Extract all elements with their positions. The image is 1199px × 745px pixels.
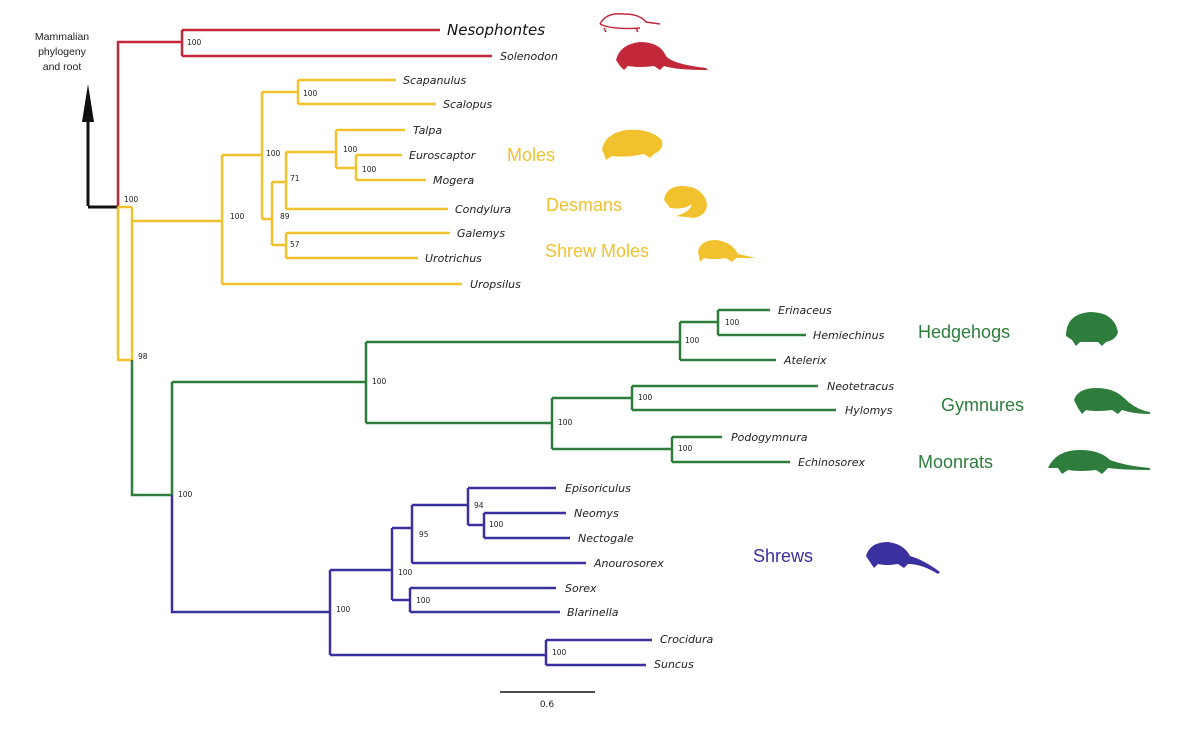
taxon-label-uropsilus: Uropsilus — [470, 278, 521, 291]
taxon-label-neomys: Neomys — [574, 507, 619, 520]
group-label-moles: Moles — [507, 145, 555, 165]
support-value: 100 — [552, 648, 567, 657]
group-label-shrew-moles: Shrew Moles — [545, 241, 649, 261]
root-arrow — [82, 84, 118, 209]
support-value: 100 — [187, 38, 202, 47]
support-value: 94 — [474, 501, 484, 510]
root-label-line-1: Mammalian — [35, 31, 89, 43]
green-clade-branches — [130, 308, 836, 497]
shrew-silhouette-icon — [866, 542, 940, 574]
root-label-line-3: and root — [43, 61, 82, 73]
taxon-label-euroscaptor: Euroscaptor — [409, 149, 477, 162]
scale-bar-label: 0.6 — [540, 700, 555, 710]
gymnure-silhouette-icon — [1074, 388, 1150, 414]
taxon-label-mogera: Mogera — [433, 174, 474, 187]
taxon-label-erinaceus: Erinaceus — [778, 304, 832, 317]
support-value: 71 — [290, 174, 300, 183]
support-value: 100 — [303, 89, 318, 98]
taxon-label-condylura: Condylura — [455, 203, 511, 216]
hedgehog-silhouette-icon — [1066, 312, 1118, 346]
support-value: 100 — [230, 212, 245, 221]
root-label-line-2: phylogeny — [38, 46, 87, 58]
solenodon-silhouette-icon — [616, 42, 708, 70]
support-value: 100 — [372, 377, 387, 386]
blue-clade-branches — [170, 486, 652, 667]
moonrat-silhouette-icon — [1048, 450, 1150, 474]
taxon-label-hemiechinus: Hemiechinus — [813, 329, 885, 342]
yellow-clade-branches — [116, 78, 462, 362]
group-label-desmans: Desmans — [546, 195, 622, 215]
support-value: 57 — [290, 240, 300, 249]
support-value: 89 — [280, 212, 290, 221]
support-value: 100 — [489, 520, 504, 529]
group-label-moonrats: Moonrats — [918, 452, 993, 472]
taxon-label-suncus: Suncus — [654, 658, 694, 671]
shrew-mole-silhouette-icon — [698, 240, 756, 262]
nesophontes-outline-icon — [599, 12, 661, 33]
taxon-label-echinosorex: Echinosorex — [798, 456, 865, 469]
branch — [130, 360, 172, 497]
group-label-gymnures: Gymnures — [941, 395, 1024, 415]
taxon-label-scapanulus: Scapanulus — [403, 74, 466, 87]
root-arrow-head — [82, 84, 94, 122]
desman-silhouette-icon — [664, 186, 707, 218]
group-label-hedgehogs: Hedgehogs — [918, 322, 1010, 342]
support-value: 100 — [558, 418, 573, 427]
taxon-label-episoriculus: Episoriculus — [565, 482, 631, 495]
taxon-label-blarinella: Blarinella — [567, 606, 619, 619]
support-value: 100 — [416, 596, 431, 605]
scale-bar: 0.6 — [500, 691, 595, 710]
mole-silhouette-icon — [602, 129, 663, 160]
taxon-label-crocidura: Crocidura — [660, 633, 714, 646]
support-value: 98 — [138, 352, 148, 361]
taxon-label-solenodon: Solenodon — [500, 50, 558, 63]
taxon-label-atelerix: Atelerix — [783, 354, 827, 367]
support-value: 100 — [638, 393, 653, 402]
taxon-label-nectogale: Nectogale — [578, 532, 634, 545]
red-clade-branches — [116, 28, 492, 207]
taxon-label-anourosorex: Anourosorex — [593, 557, 664, 570]
branch — [116, 40, 182, 207]
taxon-label-talpa: Talpa — [413, 124, 442, 137]
support-value: 100 — [266, 149, 281, 158]
support-value: 100 — [678, 444, 693, 453]
taxon-label-scalopus: Scalopus — [443, 98, 493, 111]
support-value: 100 — [685, 336, 700, 345]
taxon-label-hylomys: Hylomys — [845, 404, 893, 417]
support-value: 100 — [398, 568, 413, 577]
taxon-label-urotrichus: Urotrichus — [425, 252, 482, 265]
support-value: 100 — [362, 165, 377, 174]
support-value: 100 — [178, 490, 193, 499]
branch — [116, 207, 132, 362]
support-value: 100 — [124, 195, 139, 204]
taxon-label-podogymnura: Podogymnura — [731, 431, 808, 444]
taxon-label-galemys: Galemys — [457, 227, 505, 240]
taxon-label-neotetracus: Neotetracus — [827, 380, 894, 393]
taxon-label-nesophontes: Nesophontes — [447, 21, 545, 39]
support-value: 100 — [343, 145, 358, 154]
group-label-shrews: Shrews — [753, 546, 813, 566]
support-value: 95 — [419, 530, 429, 539]
support-value: 100 — [725, 318, 740, 327]
support-value: 100 — [336, 605, 351, 614]
taxon-label-sorex: Sorex — [565, 582, 597, 595]
branch — [170, 495, 330, 614]
